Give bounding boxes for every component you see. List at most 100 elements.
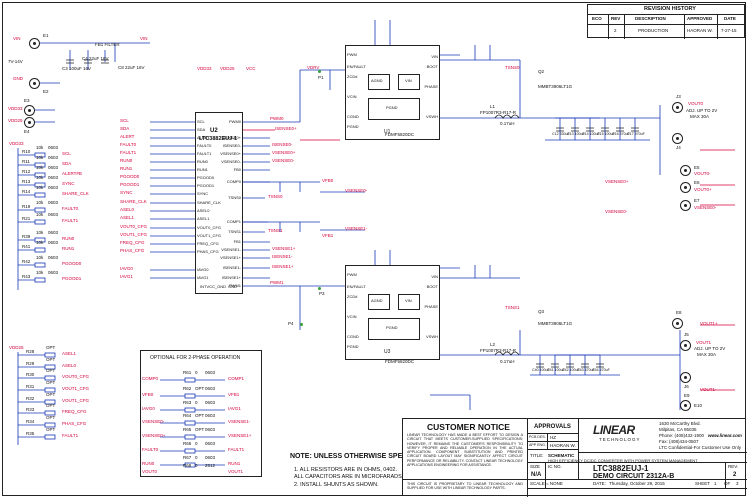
pullup-size: 0603 [48,185,59,190]
pullup-size: 0603 [48,255,59,260]
net-pwm0: PWM0 [270,116,284,121]
net-vfb1: VFB1 [322,233,334,238]
net-vsense0p: VSENSE0+ [272,150,296,155]
test-point-p1[interactable] [318,70,321,73]
test-point-p3[interactable] [318,287,321,290]
controller-left-net: PHAS_CFG [120,248,145,253]
vout1-cap: C42 100uF [562,368,580,372]
e10-label: E10 [694,403,703,408]
gnd-connector[interactable] [29,78,40,89]
controller-left-pin: FREQ_CFG [197,241,219,246]
pullup-value: 10k [36,185,44,190]
title-subtitle: HIGH EFFICIENCY DC/DC CONVERTER WITH POW… [548,458,698,463]
net-vdrv-top: VDRV [307,65,320,70]
two-phase-value: OPT [195,413,205,418]
p4-label: P4 [288,321,294,326]
two-phase-right-net: IAVG1 [228,406,241,411]
pullup-size: 0603 [48,212,59,217]
pullup-net: FAULT1 [62,218,79,223]
vin-range: 7V-14V [8,59,23,64]
two-phase-right-net: FAULT1 [228,447,245,452]
two-phase-left-net: VSENSE0- [142,419,165,424]
vout0-connector-e5[interactable] [680,165,691,176]
j4-label: J4 [676,145,681,150]
net-vsense0n: VSENSE0- [272,158,295,163]
vout0-cap: C17 470uF [627,132,645,136]
top-inner-pgnd: PGND [386,105,398,110]
top-ic-left-pin: PGND [347,124,359,129]
bottom-ic-right-pin: BOOT [426,284,438,289]
bottom-ic-right-pin: PHASE [424,304,438,309]
config-ref: R33 [26,407,35,412]
config-ref: R35 [26,431,35,436]
two-phase-size: 0603 [205,441,216,446]
vdd33-input-label: VDD33 [8,106,23,111]
vout0-connector-e6[interactable] [680,182,691,193]
bottom-ic-left-pin: EN/FAULT [347,284,366,289]
bottom-inner-pgnd: PGND [386,325,398,330]
two-phase-value: 0 [195,370,198,375]
tsns1-q-label: TSNS1 [505,305,520,310]
pullup-size: 0603 [48,155,59,160]
pullup-ref: R42 [22,259,31,264]
two-phase-value: 0 [195,455,198,460]
controller-ic: U2 LTC3882EUJ-1 [195,112,243,294]
bottom-ic-left-pin: ZCD# [347,294,358,299]
rev-value: 2 [733,472,737,478]
pullup-size: 0603 [48,200,59,205]
vin-connector[interactable] [29,38,40,49]
two-phase-value: 0 [195,441,198,446]
config-ref: R29 [26,361,35,366]
pullup-net: PGOOD1 [62,276,82,281]
pullup-net: PGOOD0 [62,261,82,266]
bottom-ic-ref: U3 [384,349,391,355]
two-phase-size: 0603 [205,370,216,375]
e4-connector[interactable] [24,117,35,128]
vout0-spec2: MAX 30A [690,114,710,119]
controller-left-pin: FAULT1 [197,151,212,156]
power-stage-top: AGND VIN PGND U1 [345,45,440,140]
pullup-net: SYNC [62,181,75,186]
vout0-connector-j4[interactable] [672,133,683,144]
e5-label: E5 [694,165,700,170]
vout0-sense-pos: VOUT0+ [694,187,712,192]
controller-left-net: FAULT0 [120,142,137,147]
pullup-value: 10k [36,240,44,245]
controller-left-net: PGOOD0 [120,174,140,179]
vout1-connector-j6[interactable] [680,372,691,383]
vout0-connector-j3[interactable] [672,102,683,113]
vout1-connector-e8[interactable] [672,318,683,329]
test-point-p4[interactable] [300,323,303,326]
vout1-spec: ADJ. UP TO 2V [694,346,726,351]
top-ic-right-pin: PHASE [424,84,438,89]
controller-vdd33-label: VDD33 [197,66,212,71]
controller-pin-gnd: GND [228,284,237,289]
pullup-size: 0603 [48,175,59,180]
vout1-connector-j5[interactable] [680,340,691,351]
company-address2: Milpitas, CA 95035 [659,427,697,432]
bottom-ic-left-pin: PWM [347,272,357,277]
pullup-value: 10k [36,212,44,217]
e3-connector[interactable] [24,105,35,116]
j3-label: J3 [676,94,681,99]
vout0-cap: C15 100uF [597,132,615,136]
config-value: OPT [46,368,56,373]
controller-left-pin: SCL [197,119,205,124]
two-phase-left-net: RUN0 [142,461,155,466]
controller-right-pin: VSENSE0+ [220,151,241,156]
pullup-net: ALERT#B [62,171,82,176]
p1-label: P1 [318,75,324,80]
tsns0-q-label: TSNS0 [505,65,520,70]
two-phase-right-net: VSENSE1- [228,419,251,424]
vout0-connector-e7[interactable] [680,200,691,211]
vout1-connector-e9[interactable] [680,400,691,411]
app-eng-value: HAORAN W. [550,443,576,448]
top-ic-left-pin: PWM [347,52,357,57]
controller-left-pin: PHAS_CFG [197,249,219,254]
config-net: VOUT1_CFG [62,398,90,403]
pullup-value: 10k [36,145,44,150]
q3-part: MMBT3906LT1G [538,321,573,326]
e1-label: E1 [43,33,49,38]
net-tsns0: TSNS0 [268,194,283,199]
controller-left-pin: IAVG1 [197,275,209,280]
